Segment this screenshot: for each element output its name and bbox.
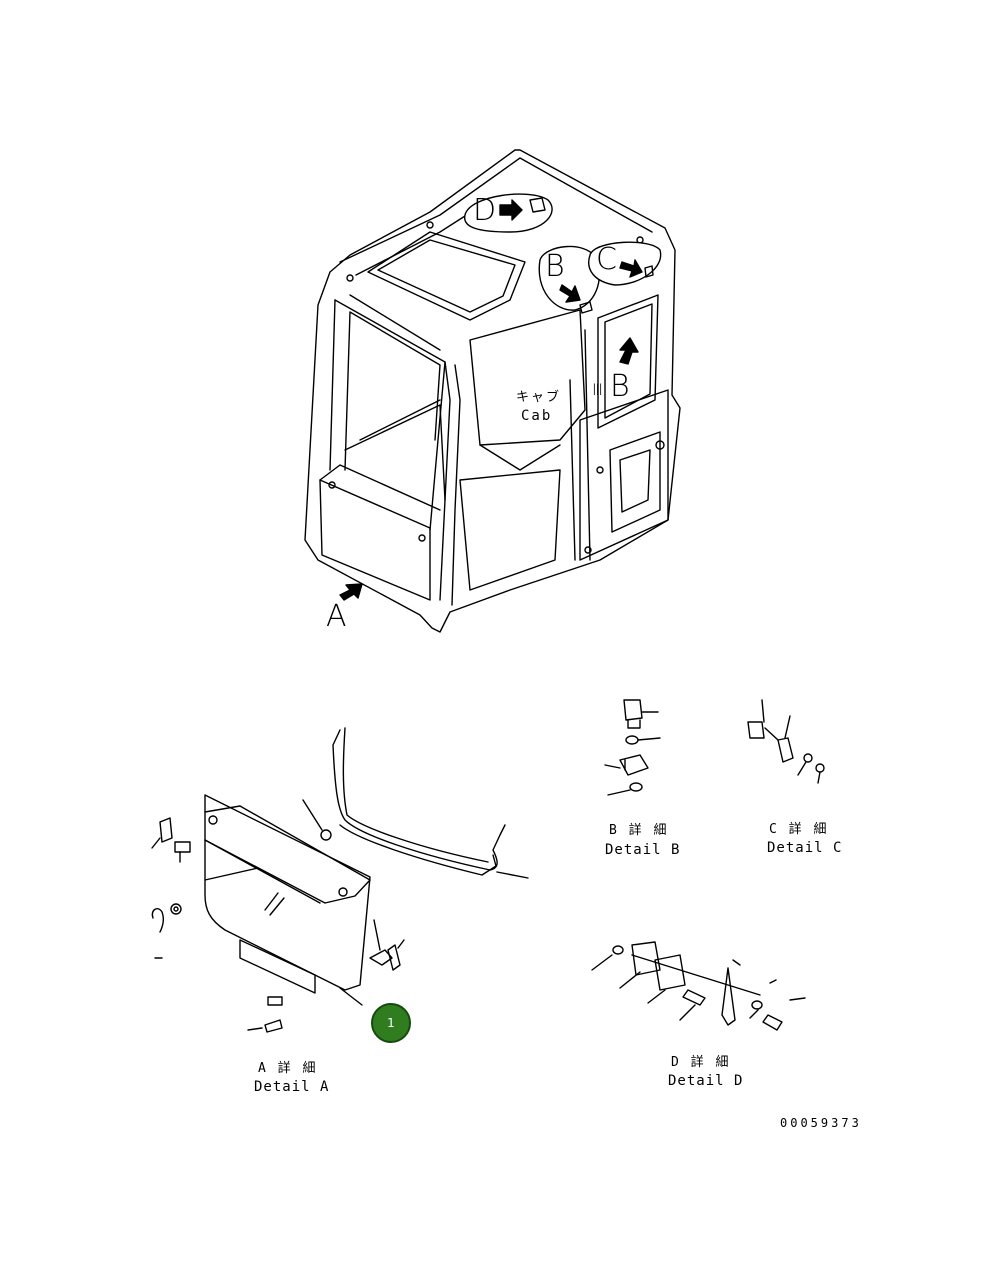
- detail-b-label-jp: B 詳 細: [609, 823, 669, 838]
- cab-label-jp: キャブ: [516, 390, 562, 405]
- view-prefix-iii: Ⅲ: [592, 380, 604, 399]
- detail-c-label-en: Detail C: [767, 840, 843, 856]
- detail-c-label-jp: C 詳 細: [769, 822, 829, 837]
- detail-b-illustration: [604, 699, 661, 796]
- detail-a-label-en: Detail A: [254, 1079, 330, 1095]
- view-letter-c: C: [596, 242, 617, 277]
- detail-d-label-jp: D 詳 細: [671, 1055, 731, 1070]
- part-callout-1[interactable]: 1: [371, 1003, 411, 1043]
- detail-b-label-en: Detail B: [605, 842, 681, 858]
- view-letter-a: A: [326, 599, 347, 634]
- cab-illustration: [304, 149, 681, 633]
- detail-c-illustration: [747, 699, 825, 784]
- view-letter-b: B: [545, 249, 565, 284]
- detail-d-illustration: [591, 941, 806, 1031]
- cab-label-en: Cab: [521, 408, 553, 424]
- detail-a-label-jp: A 詳 細: [258, 1061, 318, 1076]
- view-letter-d: D: [473, 193, 497, 228]
- drawing-number: 00059373: [780, 1116, 862, 1130]
- view-letter-b-inner: B: [610, 369, 630, 404]
- detail-a-illustration: [151, 727, 529, 1033]
- detail-d-label-en: Detail D: [668, 1073, 744, 1089]
